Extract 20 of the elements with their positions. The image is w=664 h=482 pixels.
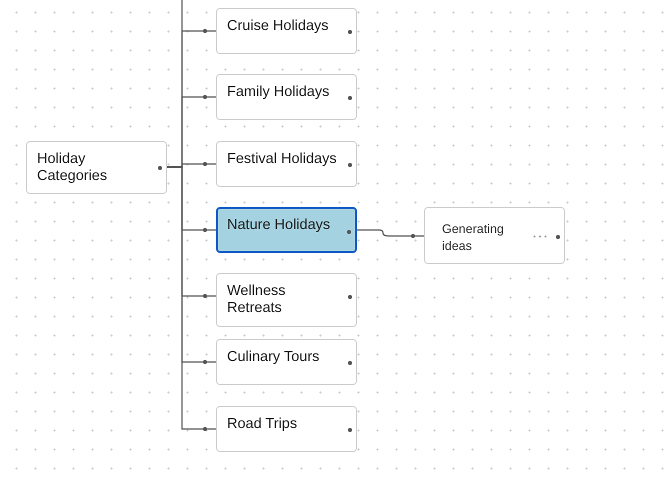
node-label: Family Holidays bbox=[227, 84, 330, 101]
node-box bbox=[216, 339, 357, 385]
node-label: Generating ideas bbox=[442, 221, 505, 255]
node-box bbox=[26, 141, 167, 194]
connector-line bbox=[167, 166, 216, 431]
node-box bbox=[216, 273, 357, 327]
connector-line bbox=[357, 229, 424, 238]
node-label: Cruise Holidays bbox=[227, 18, 330, 35]
node-label: Culinary Tours bbox=[227, 349, 320, 366]
node-box bbox=[424, 207, 565, 264]
node-label: Wellness Retreats bbox=[227, 283, 287, 317]
node-label: Holiday Categories bbox=[37, 151, 108, 185]
node-label: Road Trips bbox=[227, 416, 298, 433]
node-label: Festival Holidays bbox=[227, 151, 338, 168]
node-box bbox=[216, 8, 357, 54]
node-box bbox=[216, 406, 357, 452]
node-box bbox=[216, 74, 357, 120]
selected-node-box bbox=[216, 207, 357, 253]
node-box bbox=[216, 141, 357, 187]
node-label: Nature Holidays bbox=[227, 217, 332, 234]
